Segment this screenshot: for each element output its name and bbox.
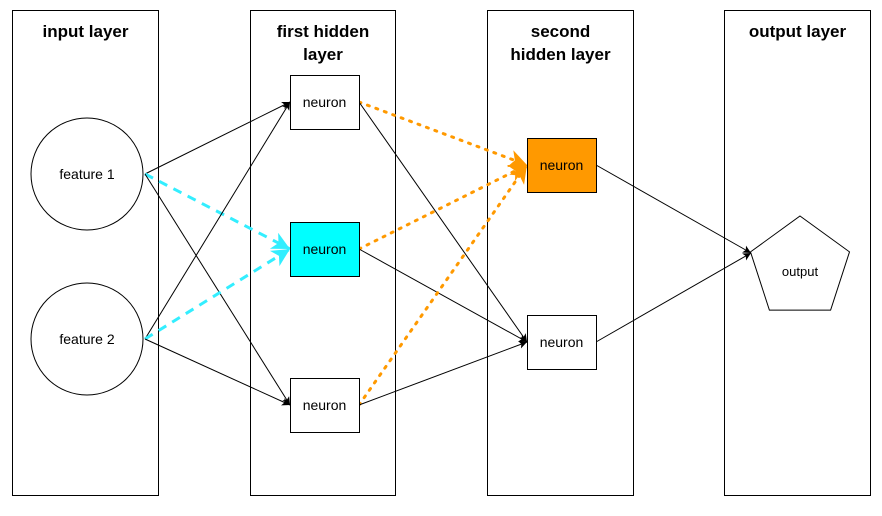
- edge-h2a-to-out: [595, 164, 752, 254]
- node-f2: feature 2: [30, 282, 144, 396]
- node-label: neuron: [540, 157, 584, 173]
- node-out: output: [749, 215, 851, 311]
- layer-title-line: second: [531, 22, 591, 41]
- nodes: feature 1 feature 2 neuron neuron neuron neur…: [30, 75, 851, 433]
- layer-title-line: input layer: [43, 22, 129, 41]
- edge-h1a-to-h2b: [358, 101, 528, 343]
- layer-box: [12, 10, 159, 496]
- node-label: feature 2: [59, 331, 114, 347]
- layer-second-hidden: second hidden layer: [487, 10, 634, 496]
- node-f1: feature 1: [30, 117, 144, 231]
- node-shape: [527, 315, 597, 370]
- edge-f2-to-h1a: [144, 101, 291, 340]
- layer-title-line: hidden layer: [510, 45, 611, 64]
- edge-f1-to-h1b: [144, 172, 291, 251]
- edge-h1a-to-h2a: [357, 100, 529, 168]
- node-label: output: [782, 264, 819, 279]
- node-label: neuron: [303, 94, 347, 110]
- node-shape: [30, 282, 144, 396]
- node-shape: [290, 222, 360, 277]
- layer-title-line: first hidden: [277, 22, 370, 41]
- layer-input: input layer: [12, 10, 159, 496]
- node-shape: [527, 138, 597, 193]
- node-h1c: neuron: [290, 378, 360, 433]
- node-label: neuron: [540, 334, 584, 350]
- node-shape: [30, 117, 144, 231]
- edge-h1c-to-h2b: [358, 341, 528, 406]
- layer-title-line: output layer: [749, 22, 847, 41]
- edge-h1b-to-h2b: [358, 248, 528, 343]
- node-h1b: neuron: [290, 222, 360, 277]
- edge-f1-to-h1c: [144, 173, 291, 406]
- layer-box: [487, 10, 634, 496]
- node-shape: [290, 75, 360, 130]
- node-label: neuron: [303, 241, 347, 257]
- node-label: feature 1: [59, 166, 114, 182]
- node-h1a: neuron: [290, 75, 360, 130]
- node-label: neuron: [303, 397, 347, 413]
- node-h2b: neuron: [527, 315, 597, 370]
- edges: [144, 100, 752, 407]
- edge-f1-to-h1a: [144, 101, 291, 175]
- node-shape: [290, 378, 360, 433]
- node-h2a: neuron: [527, 138, 597, 193]
- layer-title-line: layer: [303, 45, 343, 64]
- edge-f2-to-h1c: [144, 338, 291, 406]
- edge-f2-to-h1b: [144, 247, 291, 341]
- edge-h1c-to-h2a: [357, 163, 529, 407]
- node-shape: [749, 215, 851, 311]
- edge-h2b-to-out: [595, 252, 752, 343]
